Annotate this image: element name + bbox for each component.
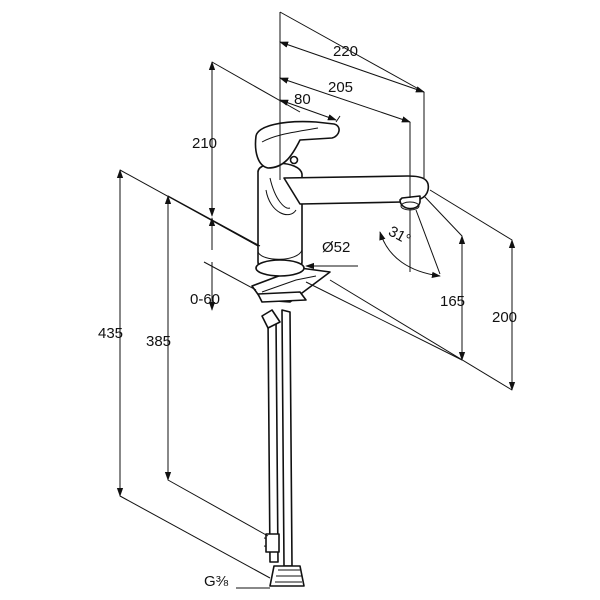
dim-line-80 — [279, 99, 337, 121]
label-205: 205 — [328, 79, 353, 96]
lever-handle — [254, 120, 340, 169]
spout — [283, 175, 430, 211]
hose-nut — [261, 309, 281, 329]
dimension-lines — [116, 11, 516, 589]
label-165: 165 — [440, 293, 465, 310]
faucet-body — [251, 120, 430, 587]
mounting-plate — [251, 267, 331, 303]
label-385: 385 — [146, 333, 171, 350]
dim-line-205 — [279, 77, 411, 123]
label-80: 80 — [294, 91, 311, 108]
label-0-60: 0-60 — [190, 291, 220, 308]
label-31deg: 31° — [386, 223, 414, 249]
supply-hoses — [261, 309, 305, 587]
label-210: 210 — [192, 135, 217, 152]
label-d52: Ø52 — [322, 239, 350, 256]
label-g38: G⅜ — [204, 573, 229, 590]
label-220: 220 — [333, 43, 358, 60]
label-435: 435 — [98, 325, 123, 342]
dim-arc-31 — [379, 231, 441, 279]
label-200: 200 — [492, 309, 517, 326]
